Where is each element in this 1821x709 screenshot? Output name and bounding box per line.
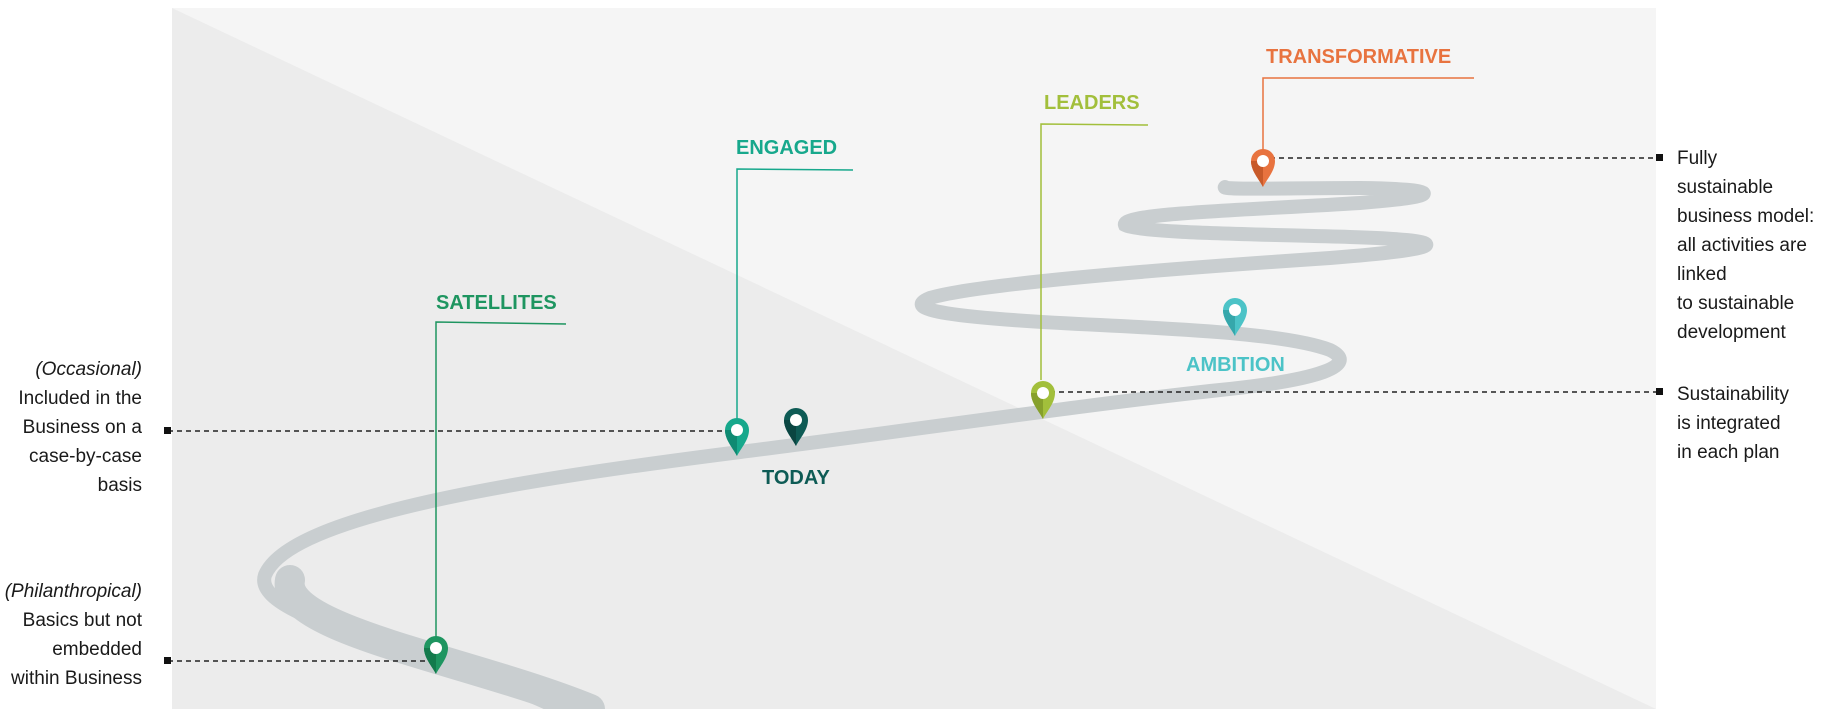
today-pin-icon xyxy=(784,408,808,446)
transformative-pin-icon xyxy=(1251,149,1275,187)
road xyxy=(257,180,1434,709)
note-line: development xyxy=(1677,322,1786,343)
note-occasional-title: (Occasional) xyxy=(35,359,142,380)
line-end-marker xyxy=(1656,154,1663,161)
note-occasional: (Occasional) Included in the Business on… xyxy=(18,355,142,500)
note-line: case-by-case xyxy=(29,446,142,467)
satellites-pin-icon xyxy=(424,636,448,674)
transformative-label: TRANSFORMATIVE xyxy=(1266,46,1451,68)
transformative-connector xyxy=(1262,77,1474,150)
note-line: Sustainability xyxy=(1677,384,1789,405)
note-philanthropical: (Philanthropical) Basics but not embedde… xyxy=(5,577,142,693)
ambition-label: AMBITION xyxy=(1186,354,1285,376)
note-line: sustainable xyxy=(1677,177,1774,198)
note-line: embedded xyxy=(52,639,142,660)
line-end-marker xyxy=(1656,388,1663,395)
satellites-connector xyxy=(435,321,567,640)
note-line: basis xyxy=(97,475,142,496)
leaders-label: LEADERS xyxy=(1044,92,1140,114)
road-inner-edge xyxy=(274,565,605,709)
note-line: Included in the xyxy=(18,388,142,409)
engaged-connector xyxy=(736,168,854,420)
ambition-pin-icon xyxy=(1223,298,1247,336)
note-line: business model: xyxy=(1677,206,1815,227)
note-line: to sustainable xyxy=(1677,293,1795,314)
note-line: linked xyxy=(1677,264,1727,285)
note-line: Fully xyxy=(1677,148,1718,169)
note-fully-sustainable: Fully sustainable business model: all ac… xyxy=(1677,144,1814,347)
note-line: all activities are xyxy=(1677,235,1807,256)
note-philanthropical-title: (Philanthropical) xyxy=(4,581,142,602)
leaders-connector xyxy=(1040,123,1149,380)
dashed-line-ends xyxy=(164,154,1663,664)
note-line: within Business xyxy=(11,668,142,689)
engaged-label: ENGAGED xyxy=(736,137,837,159)
note-line: in each plan xyxy=(1677,442,1780,463)
leaders-pin-icon xyxy=(1031,381,1055,419)
note-line: Basics but not xyxy=(22,610,142,631)
note-line: is integrated xyxy=(1677,413,1781,434)
line-end-marker xyxy=(164,657,171,664)
today-label: TODAY xyxy=(762,467,830,489)
note-line: Business on a xyxy=(22,417,142,438)
shadow-panel xyxy=(172,8,1656,709)
dashed-lines xyxy=(168,157,1658,662)
line-end-marker xyxy=(164,427,171,434)
note-integrated: Sustainability is integrated in each pla… xyxy=(1677,380,1789,467)
engaged-pin-icon xyxy=(725,418,749,456)
satellites-label: SATELLITES xyxy=(436,292,557,314)
